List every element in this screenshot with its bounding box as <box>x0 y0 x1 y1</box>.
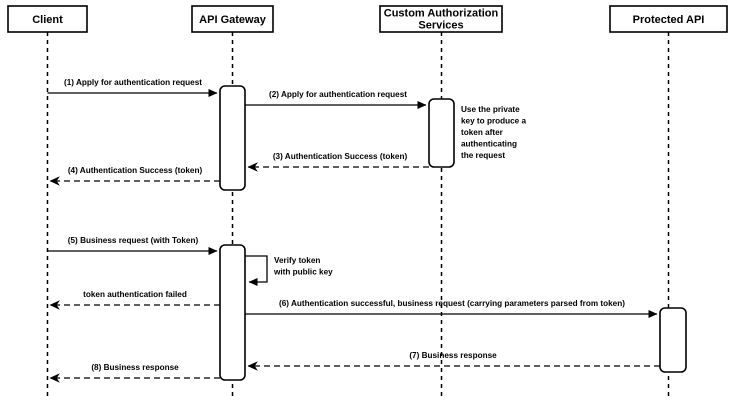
participant-label-api-gateway: API Gateway <box>199 14 267 26</box>
self-message-verify-token-label-line2: with public key <box>273 268 333 277</box>
participant-label-custom-authorization-services-line1: Custom Authorization <box>384 7 499 19</box>
self-message-verify-token-path <box>245 255 268 287</box>
message-3-authentication-success-token[interactable]: (3) Authentication Success (token) <box>247 152 429 172</box>
participant-box-protected-api[interactable] <box>609 5 728 33</box>
activation-bar-custom-authorization-services[interactable] <box>428 98 455 168</box>
message-7-label: (7) Business response <box>409 351 497 360</box>
message-8-label: (8) Business response <box>91 363 179 372</box>
self-message-verify-token-label-line1: Verify token <box>274 256 320 265</box>
message-6-label: (6) Authentication successful, business … <box>279 299 625 308</box>
note-private-key-line-2: key to produce a <box>461 117 527 126</box>
self-message-verify-token[interactable]: Verify token with public key <box>245 255 333 287</box>
activation-bar-protected-api[interactable] <box>659 307 687 373</box>
message-2-apply-for-authentication-request[interactable]: (2) Apply for authentication request <box>245 90 427 110</box>
participant-label-protected-api: Protected API <box>633 14 705 26</box>
participant-header-client[interactable]: Client <box>7 5 88 33</box>
message-4-label: (4) Authentication Success (token) <box>68 166 203 175</box>
message-token-authentication-failed-label: token authentication failed <box>83 290 187 299</box>
participant-label-custom-authorization-services-line2: Services <box>418 19 463 31</box>
message-5-label: (5) Business request (with Token) <box>68 236 199 245</box>
message-3-label: (3) Authentication Success (token) <box>273 152 408 161</box>
note-private-key-line-4: authenticating <box>461 140 517 149</box>
message-2-label: (2) Apply for authentication request <box>269 90 407 99</box>
participant-label-client: Client <box>32 14 63 26</box>
message-token-authentication-failed[interactable]: token authentication failed <box>49 290 220 310</box>
note-private-key-token: Use the private key to produce a token a… <box>461 105 527 160</box>
participant-header-protected-api[interactable]: Protected API <box>609 5 728 33</box>
note-private-key-line-1: Use the private <box>461 105 520 114</box>
message-7-business-response[interactable]: (7) Business response <box>247 351 660 371</box>
message-4-authentication-success-token[interactable]: (4) Authentication Success (token) <box>49 166 220 186</box>
message-6-authentication-successful-business-request[interactable]: (6) Authentication successful, business … <box>245 299 658 319</box>
message-1-label: (1) Apply for authentication request <box>64 78 202 87</box>
note-private-key-line-5: the request <box>461 151 505 160</box>
message-8-business-response[interactable]: (8) Business response <box>49 363 220 383</box>
message-1-apply-for-authentication-request[interactable]: (1) Apply for authentication request <box>47 78 218 98</box>
participant-header-custom-authorization-services[interactable]: Custom Authorization Services <box>379 5 503 33</box>
activation-bar-api-gateway-business[interactable] <box>219 244 246 381</box>
activation-bar-api-gateway-auth[interactable] <box>219 85 246 191</box>
note-private-key-line-3: token after <box>461 128 504 137</box>
message-5-business-request-with-token[interactable]: (5) Business request (with Token) <box>47 236 218 256</box>
participant-header-api-gateway[interactable]: API Gateway <box>191 5 274 33</box>
